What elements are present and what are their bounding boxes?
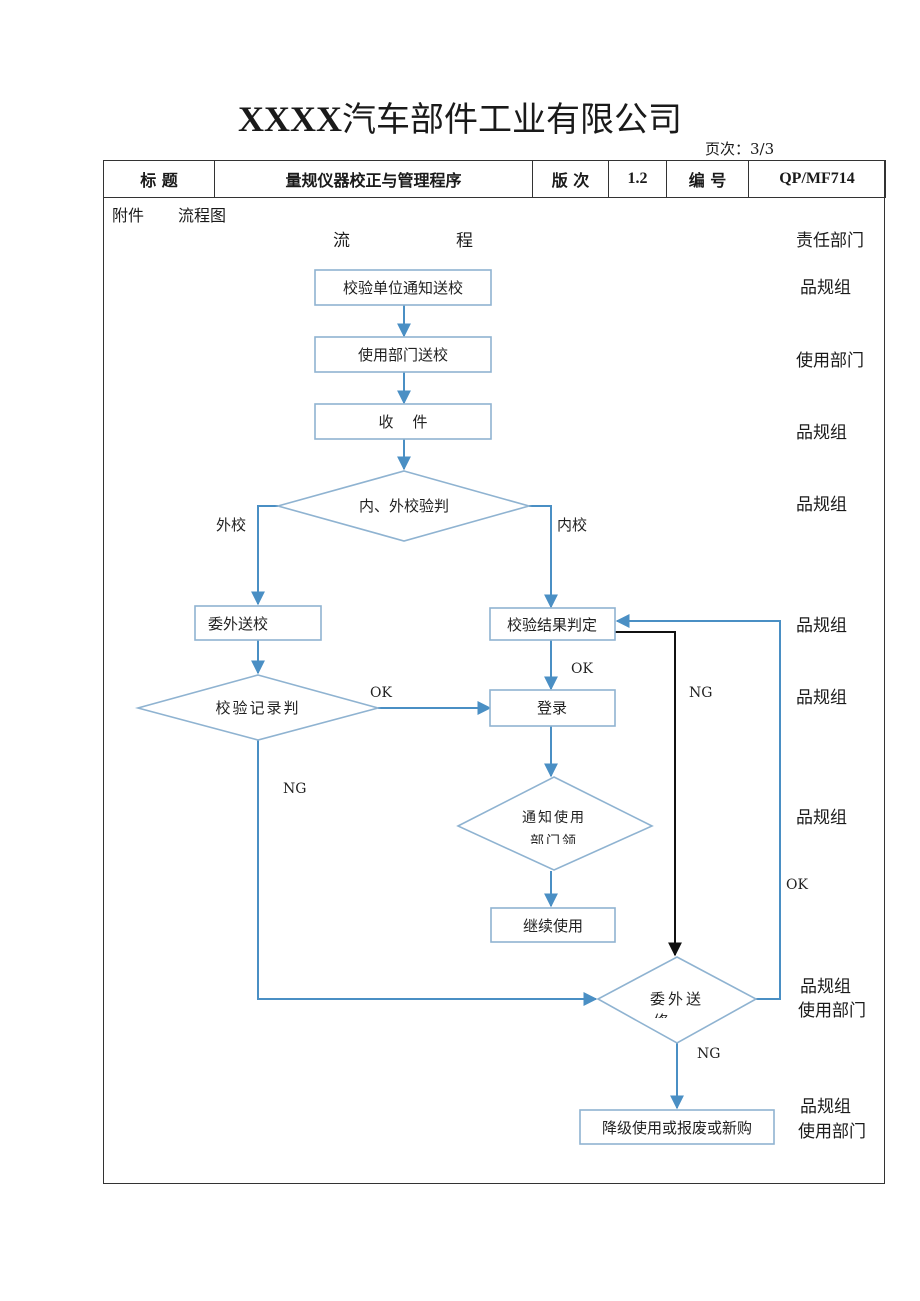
edges (251, 305, 781, 1110)
edge-result-repair (615, 631, 682, 957)
label-internal: 内校 (557, 516, 587, 534)
node-register: 登录 (489, 689, 616, 727)
node-outsource-repair: 委外送 修 (596, 956, 758, 1044)
title-value: 量规仪器校正与管理程序 (214, 160, 533, 198)
node-judge-in-out: 内、外校验判 (275, 470, 532, 542)
node-record-judge: 校验记录判 (134, 674, 382, 741)
node-receive-label: 收 件 (378, 413, 427, 431)
resp-8a: 品规组 (800, 977, 851, 997)
node-notify-label: 校验单位通知送校 (343, 279, 463, 297)
resp-7: 品规组 (796, 808, 847, 828)
resp-9a: 品规组 (800, 1097, 851, 1117)
node-register-label: 登录 (537, 699, 567, 717)
label-ng-repair: NG (697, 1046, 720, 1062)
node-judge-label: 内、外校验判 (359, 497, 449, 515)
label-external: 外校 (216, 516, 246, 534)
label-ng-record: NG (283, 781, 306, 797)
attachment-label: 附件 (112, 206, 145, 225)
company-title: XXXX汽车部件工业有限公司 (0, 92, 920, 141)
node-result: 校验结果判定 (489, 607, 616, 641)
label-ng-result: NG (689, 685, 712, 701)
company-latin: XXXX (238, 99, 342, 139)
node-outsource-label: 委外送校 (208, 615, 268, 633)
resp-6: 品规组 (796, 688, 847, 708)
resp-5: 品规组 (796, 616, 847, 636)
resp-1: 品规组 (800, 278, 851, 298)
node-result-label: 校验结果判定 (507, 616, 597, 634)
code-label: 编 号 (666, 160, 749, 198)
version-value: 1.2 (608, 160, 667, 198)
resp-2: 使用部门 (796, 351, 864, 371)
resp-4: 品规组 (796, 495, 847, 515)
node-send: 使用部门送校 (314, 336, 492, 373)
code-value: QP/MF714 (748, 160, 886, 198)
node-notify-dept: 通知使用 部门领 (456, 776, 654, 871)
node-record-label: 校验记录判 (215, 699, 300, 717)
title-label: 标 题 (103, 160, 215, 198)
resp-3: 品规组 (796, 423, 847, 443)
page-number: 页次：3/3 (705, 140, 775, 158)
node-notify-dept-line2: 部门领 (530, 834, 578, 850)
node-notify-dept-line1: 通知使用 (522, 809, 586, 826)
node-continue: 继续使用 (490, 907, 616, 943)
node-repair-line1: 委外送 (650, 990, 704, 1008)
edge-judge-outsource (251, 505, 278, 606)
label-ok-repair: OK (786, 877, 808, 893)
version-label: 版 次 (532, 160, 609, 198)
edge-record-repair (257, 740, 598, 1006)
edge-repair-result (615, 614, 781, 1000)
column-flow-left: 流 (333, 231, 350, 251)
column-responsibility: 责任部门 (796, 231, 864, 251)
edge-judge-result (529, 505, 558, 609)
node-continue-label: 继续使用 (523, 917, 583, 935)
node-repair-line2: 修 (653, 1012, 668, 1030)
header-table: 标 题 量规仪器校正与管理程序 版 次 1.2 编 号 QP/MF714 (103, 160, 886, 198)
column-flow-right: 程 (456, 231, 473, 251)
node-outsource: 委外送校 (194, 605, 322, 641)
node-notify: 校验单位通知送校 (314, 269, 492, 306)
attachment-name: 流程图 (178, 206, 227, 225)
node-receive: 收 件 (314, 403, 492, 440)
label-ok-result: OK (571, 661, 593, 677)
resp-9b: 使用部门 (798, 1122, 866, 1142)
node-send-label: 使用部门送校 (358, 346, 448, 364)
company-name: 汽车部件工业有限公司 (342, 100, 682, 140)
node-downgrade: 降级使用或报废或新购 (579, 1109, 775, 1145)
label-ok-record: OK (370, 685, 392, 701)
resp-8b: 使用部门 (798, 1001, 866, 1021)
node-downgrade-label: 降级使用或报废或新购 (602, 1119, 752, 1137)
